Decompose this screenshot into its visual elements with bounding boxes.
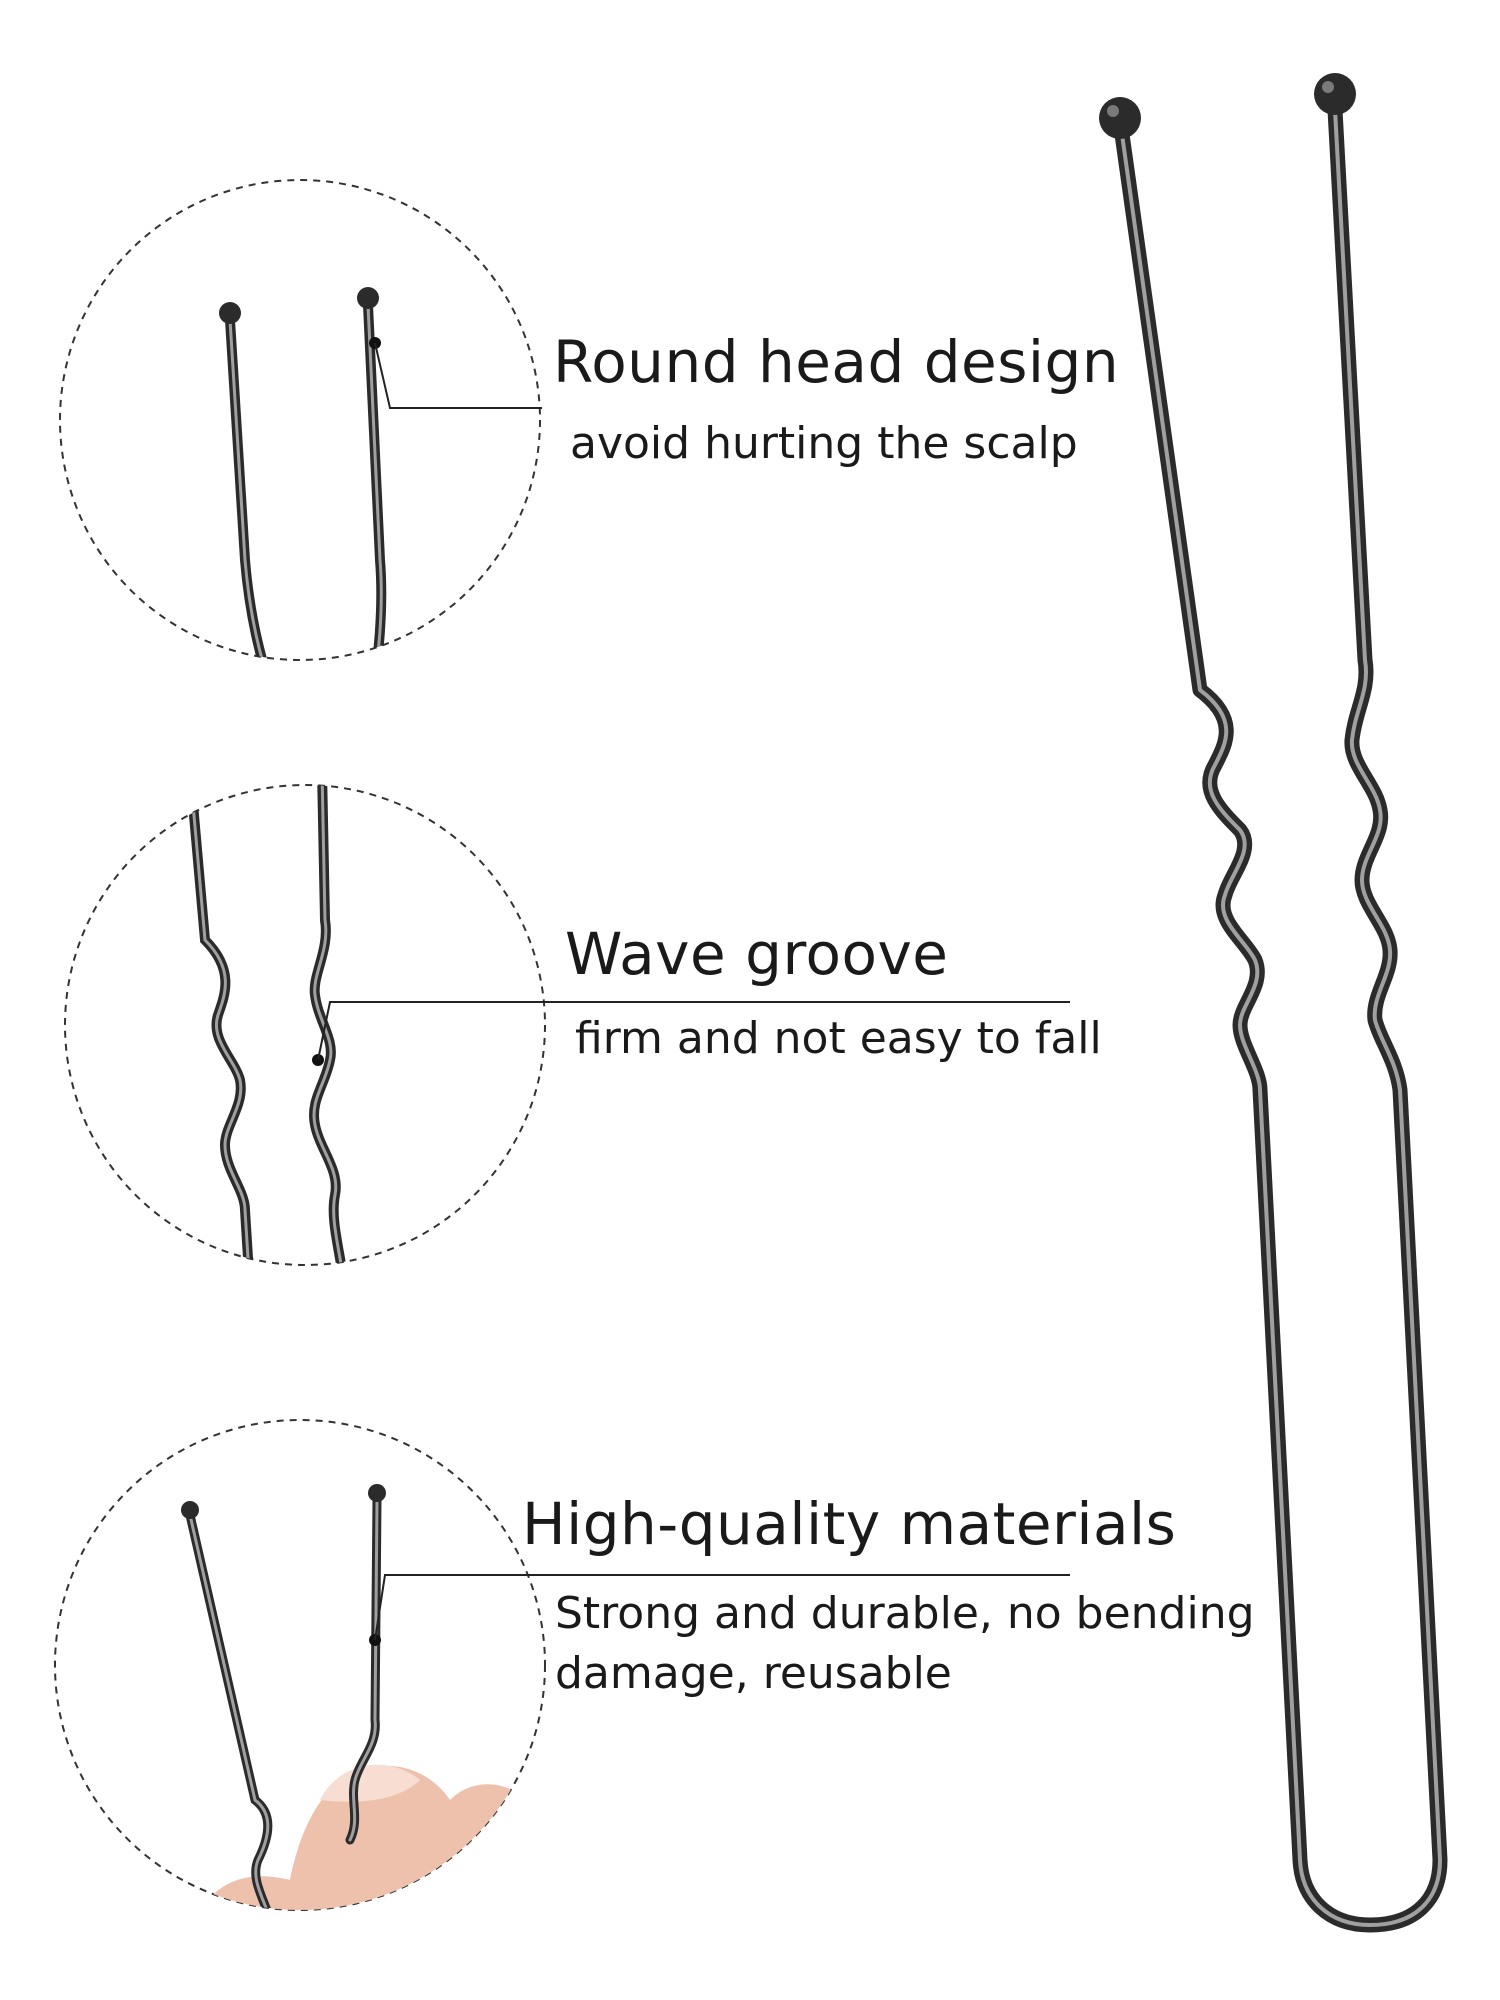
feature-desc-wave-groove: firm and not easy to fall <box>575 1013 1102 1064</box>
u-shaped-hair-pin-icon <box>1099 73 1448 1933</box>
wave-groove-closeup <box>64 784 1070 1266</box>
feature-desc-materials-line-2: damage, reusable <box>555 1648 952 1699</box>
feature-title-wave-groove: Wave groove <box>565 920 949 988</box>
feature-title-materials: High-quality materials <box>522 1490 1177 1558</box>
feature-title-round-head: Round head design <box>553 328 1120 396</box>
feature-desc-materials-line-1: Strong and durable, no bending <box>555 1588 1255 1639</box>
feature-desc-round-head: avoid hurting the scalp <box>570 418 1078 469</box>
round-head-closeup <box>59 179 542 661</box>
